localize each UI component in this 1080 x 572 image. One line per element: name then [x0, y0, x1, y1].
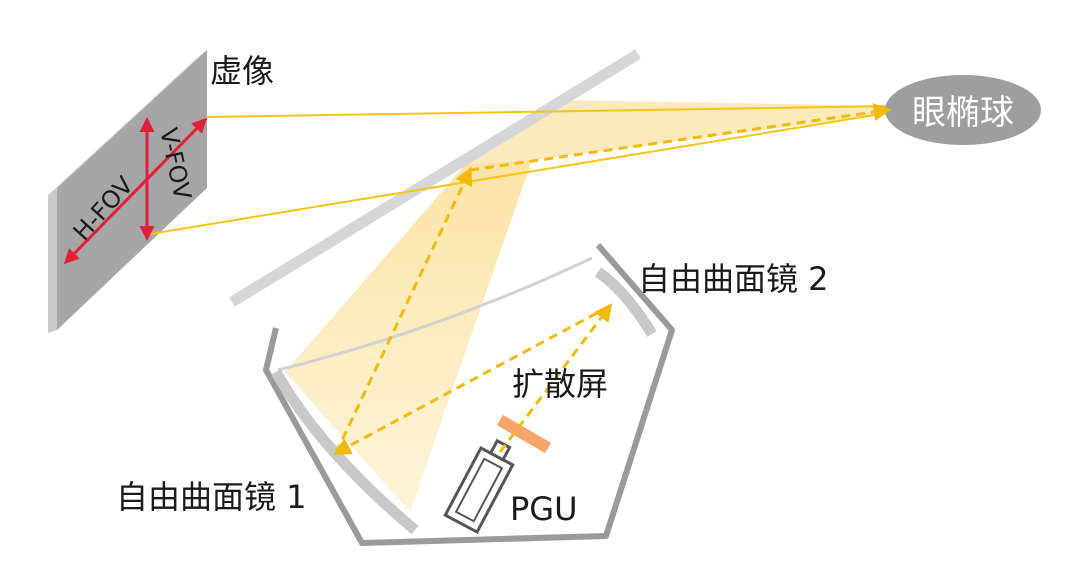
free-form-mirror-1	[271, 369, 419, 535]
h-fov-arrow	[63, 117, 208, 265]
virtual-image-label: 虚像	[210, 52, 274, 90]
diffuser-screen	[496, 414, 552, 454]
housing-opening-curve	[277, 256, 593, 372]
ray-top	[205, 105, 894, 118]
ray-pgu-to-mirror2	[498, 303, 613, 453]
mirror-2-label: 自由曲面镜 2	[638, 260, 829, 298]
beam-windshield-to-eye	[462, 100, 895, 168]
mirror-1-label: 自由曲面镜 1	[116, 478, 307, 516]
diffuser-label: 扩散屏	[512, 365, 608, 403]
windshield	[229, 49, 641, 307]
virtual-image-panel-side	[48, 188, 57, 333]
beam-mirror1-to-windshield	[285, 160, 532, 512]
ray-windshield-to-eye	[469, 103, 892, 172]
eyebox-label: 眼椭球	[912, 93, 1014, 133]
eyebox-ellipse	[885, 75, 1041, 145]
pgu-label: PGU	[510, 490, 578, 528]
ray-mirror2-to-mirror1	[332, 304, 611, 455]
ray-bottom	[149, 111, 894, 235]
free-form-mirror-2	[594, 267, 657, 337]
housing-outline	[263, 243, 675, 546]
ray-mirror1-to-windshield	[334, 166, 472, 454]
pgu-unit	[443, 438, 515, 535]
